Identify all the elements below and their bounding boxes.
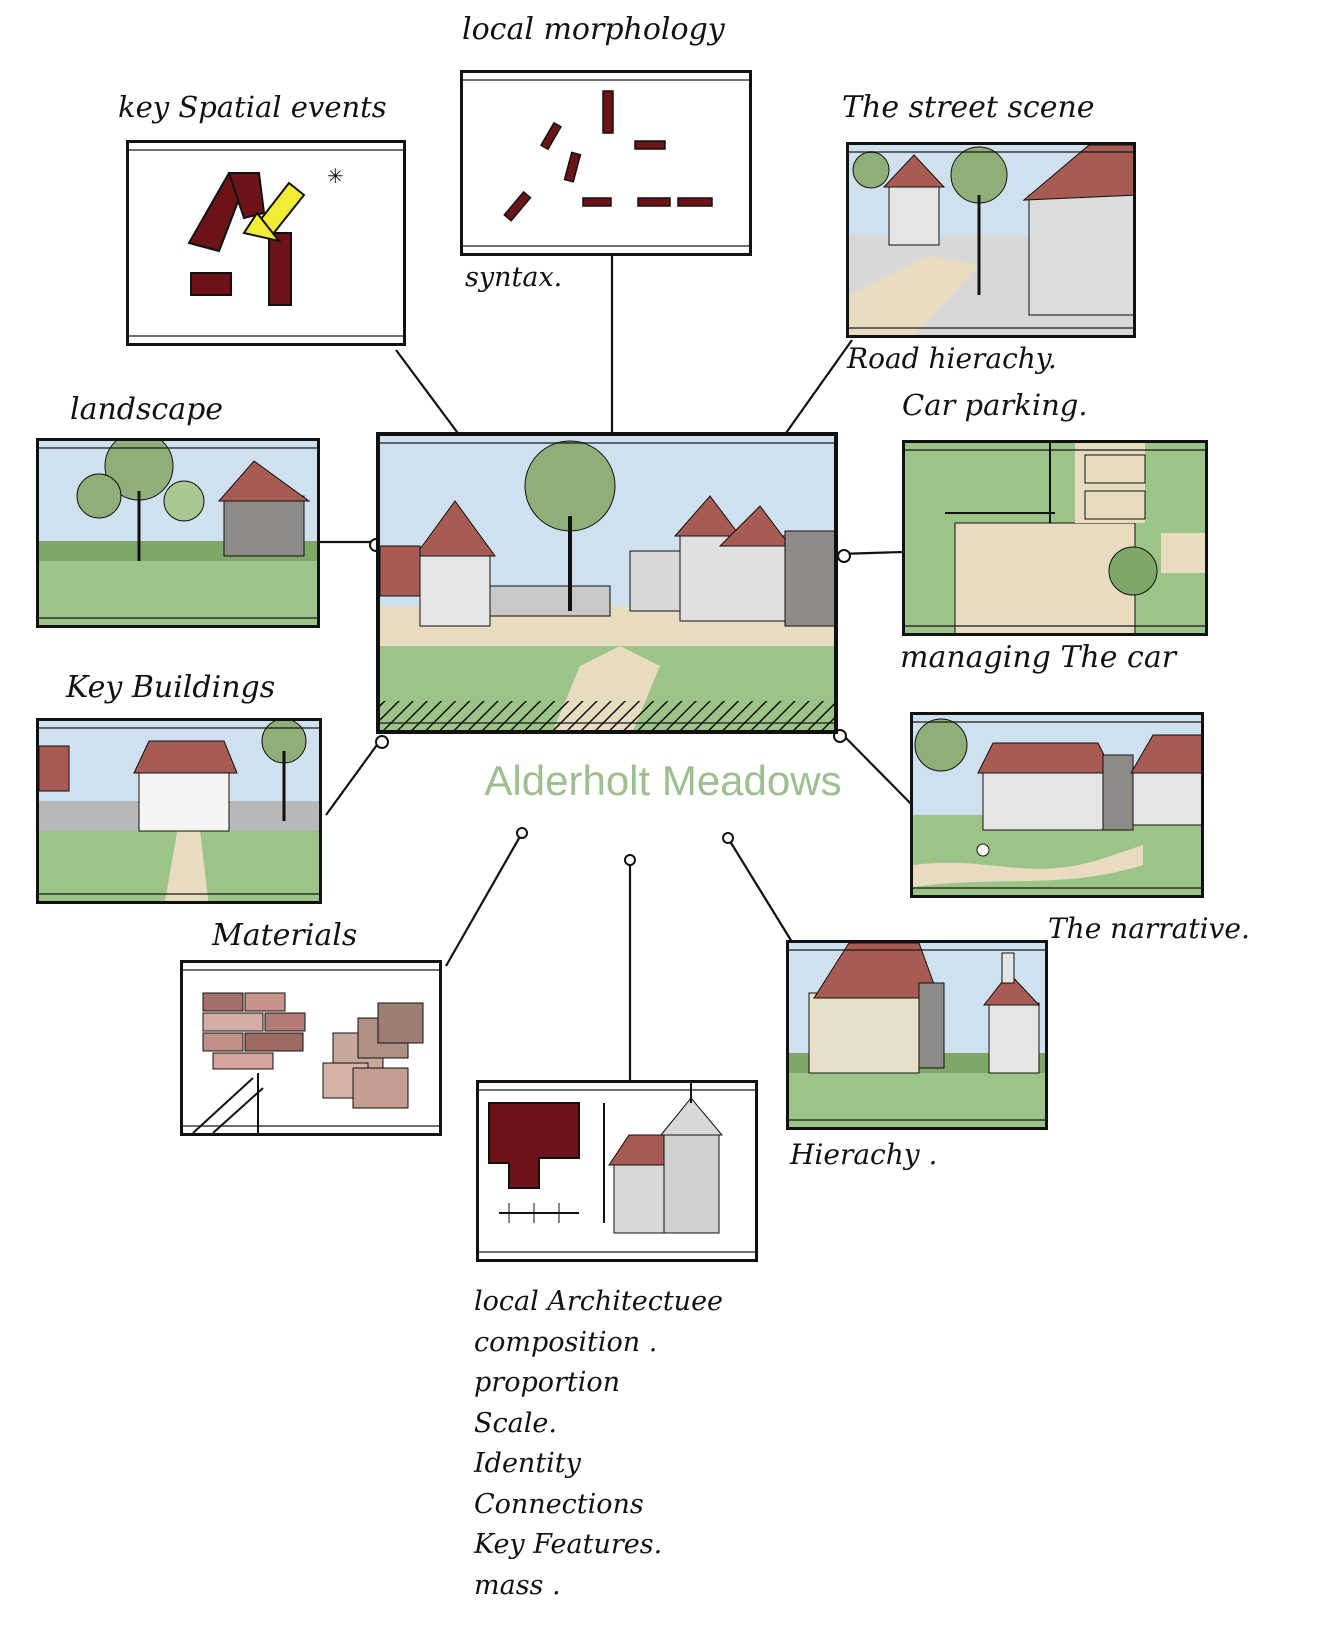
label-materials: Materials	[212, 918, 358, 953]
key-buildings-sketch	[39, 721, 319, 901]
panel-key-spatial-events: ✳	[126, 140, 406, 346]
morphology-sketch	[503, 90, 713, 222]
label-car-parking: Car parking.	[902, 388, 1088, 422]
list-item: local Architectuee	[474, 1286, 724, 1317]
materials-sketch	[192, 992, 424, 1133]
list-item: Scale.	[474, 1407, 557, 1439]
center-scene-sketch	[380, 436, 834, 730]
label-narrative: The narrative.	[1048, 912, 1250, 945]
label-managing-car: managing The car	[900, 640, 1177, 675]
label-local-morphology: local morphology	[462, 12, 725, 47]
list-item: mass .	[474, 1569, 561, 1601]
landscape-sketch	[39, 441, 317, 625]
panel-landscape	[36, 438, 320, 628]
panel-street-scene	[846, 142, 1136, 338]
list-item: Identity	[474, 1448, 581, 1479]
svg-text:✳: ✳	[327, 164, 344, 188]
label-key-spatial-events: key Spatial events	[118, 90, 387, 124]
label-street-scene: The street scene	[842, 90, 1095, 125]
hierarchy-sketch	[789, 943, 1045, 1127]
local-architecture-sketch	[488, 1083, 724, 1234]
panel-local-architecture	[476, 1080, 758, 1262]
panel-center-scene	[376, 432, 838, 734]
panel-car-parking	[902, 440, 1208, 636]
page-title: Alderholt Meadows	[484, 757, 842, 804]
street-scene-sketch	[849, 145, 1133, 335]
list-item: Key Features.	[474, 1529, 663, 1560]
panel-narrative	[910, 712, 1204, 898]
narrative-sketch	[913, 718, 1201, 895]
panel-materials	[180, 960, 442, 1136]
car-parking-sketch	[945, 443, 1205, 633]
label-syntax: syntax.	[465, 262, 563, 293]
list-item: composition .	[474, 1326, 658, 1358]
label-hierarchy: Hierachy .	[790, 1138, 938, 1171]
label-road-hierarchy: Road hierachy.	[847, 342, 1057, 375]
panel-key-buildings	[36, 718, 322, 904]
label-key-buildings: Key Buildings	[66, 670, 276, 705]
panel-hierarchy	[786, 940, 1048, 1130]
architecture-list: local Architectuee composition . proport…	[474, 1282, 723, 1606]
list-item: Connections	[474, 1488, 644, 1520]
spatial-events-sketch: ✳	[187, 164, 344, 306]
list-item: proportion	[474, 1367, 621, 1398]
label-landscape: landscape	[70, 392, 224, 427]
panel-local-morphology	[460, 70, 752, 256]
